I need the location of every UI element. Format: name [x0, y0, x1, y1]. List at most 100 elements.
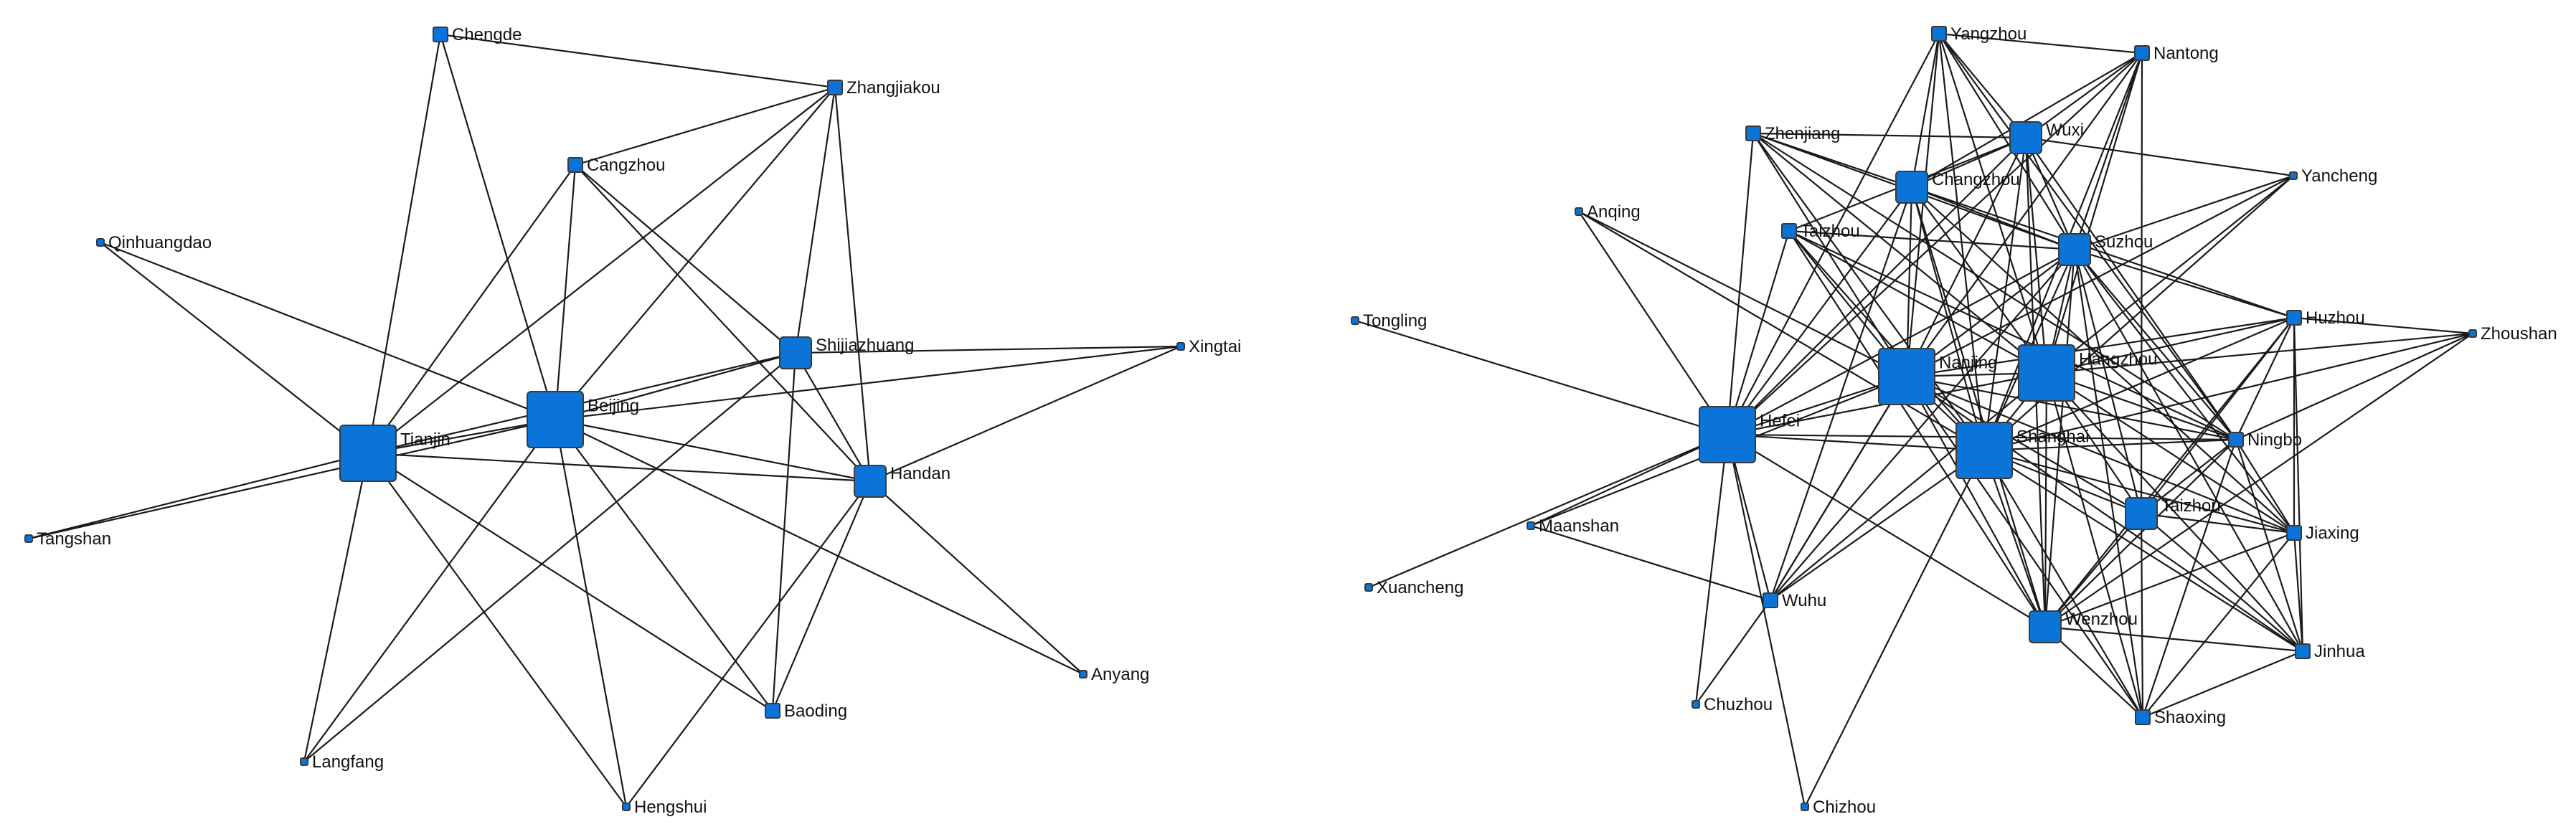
node-cangzhou[interactable]: Cangzhou — [567, 156, 665, 175]
node-marker[interactable] — [1878, 348, 1935, 405]
node-baoding[interactable]: Baoding — [765, 701, 847, 721]
node-tangshan[interactable]: Tangshan — [24, 529, 111, 549]
edge-wuxi-ningbo — [2025, 137, 2237, 440]
node-marker[interactable] — [2125, 497, 2158, 530]
node-huzhou[interactable]: Huzhou — [2286, 308, 2365, 328]
node-marker[interactable] — [2468, 329, 2477, 338]
edge-shanghai-chizhou — [1804, 450, 1985, 808]
node-marker[interactable] — [24, 534, 33, 543]
node-ningbo[interactable]: Ningbo — [2228, 430, 2302, 450]
node-marker[interactable] — [527, 391, 584, 448]
node-taizhou-js[interactable]: Taizhou — [1781, 222, 1860, 241]
node-marker[interactable] — [2009, 121, 2042, 154]
node-marker[interactable] — [827, 80, 843, 95]
node-hangzhou[interactable]: Hangzhou — [2018, 344, 2157, 402]
node-tianjin[interactable]: Tianjin — [339, 425, 450, 482]
node-chuzhou[interactable]: Chuzhou — [1692, 695, 1773, 714]
node-zhenjiang[interactable]: Zhenjiang — [1745, 124, 1840, 143]
node-anyang[interactable]: Anyang — [1079, 665, 1149, 684]
edge-tianjin-baoding — [367, 453, 773, 711]
node-marker[interactable] — [2018, 344, 2075, 402]
node-shanghai[interactable]: Shanghai — [1955, 422, 2089, 479]
node-marker[interactable] — [2228, 432, 2244, 448]
node-marker[interactable] — [300, 757, 308, 766]
node-shijiazhuang[interactable]: Shijiazhuang — [779, 336, 914, 369]
edge-zhenjiang-ningbo — [1752, 133, 2237, 440]
edge-changzhou-hefei — [1727, 186, 1912, 435]
node-label: Nanjing — [1939, 354, 1997, 373]
node-marker[interactable] — [1895, 171, 1928, 204]
edge-handan-baoding — [771, 481, 872, 711]
node-marker[interactable] — [339, 425, 397, 482]
node-marker[interactable] — [1351, 316, 1359, 325]
node-jiaxing[interactable]: Jiaxing — [2286, 524, 2359, 543]
node-marker[interactable] — [1527, 521, 1535, 530]
node-marker[interactable] — [2135, 709, 2151, 725]
node-wenzhou[interactable]: Wenzhou — [2029, 610, 2138, 643]
node-marker[interactable] — [1575, 207, 1583, 216]
node-taizhou-zj[interactable]: Taizhou — [2125, 496, 2221, 530]
node-jinhua[interactable]: Jinhua — [2295, 642, 2365, 661]
node-marker[interactable] — [1692, 700, 1700, 709]
edge-changzhou-hangzhou — [1911, 186, 2047, 374]
node-marker[interactable] — [779, 336, 812, 369]
node-marker[interactable] — [2295, 643, 2311, 659]
edge-wuhu-nanjing — [1770, 376, 1907, 601]
node-xuancheng[interactable]: Xuancheng — [1364, 578, 1463, 597]
node-hefei[interactable]: Hefei — [1699, 406, 1800, 463]
node-nanjing[interactable]: Nanjing — [1878, 348, 1997, 405]
node-marker[interactable] — [1176, 342, 1185, 351]
edge-hefei-xuancheng — [1368, 433, 1728, 589]
node-marker[interactable] — [1801, 803, 1809, 811]
edge-suzhou-wuhu — [1770, 249, 2075, 601]
node-marker[interactable] — [854, 465, 887, 498]
node-marker[interactable] — [2286, 525, 2302, 541]
node-zhangjiakou[interactable]: Zhangjiakou — [827, 78, 940, 98]
node-nantong[interactable]: Nantong — [2134, 44, 2219, 63]
node-marker[interactable] — [1745, 126, 1761, 141]
edge-tianjin-beijing — [367, 418, 556, 455]
node-marker[interactable] — [2058, 233, 2091, 266]
node-zhoushan[interactable]: Zhoushan — [2468, 324, 2557, 344]
node-marker[interactable] — [765, 703, 780, 719]
edge-taizhou-zj-jiaxing — [2141, 512, 2295, 534]
edge-huzhou-zhoushan — [2293, 316, 2473, 335]
edge-handan-anyang — [869, 481, 1084, 675]
node-marker[interactable] — [1079, 670, 1088, 678]
node-marker[interactable] — [433, 27, 448, 42]
node-marker[interactable] — [1699, 406, 1756, 463]
node-maanshan[interactable]: Maanshan — [1527, 516, 1619, 536]
node-marker[interactable] — [1364, 583, 1373, 592]
node-xingtai[interactable]: Xingtai — [1176, 337, 1241, 356]
node-marker[interactable] — [2289, 171, 2298, 180]
node-suzhou[interactable]: Suzhou — [2058, 232, 2153, 266]
node-marker[interactable] — [1931, 26, 1947, 42]
node-marker[interactable] — [2286, 310, 2302, 326]
node-shaoxing[interactable]: Shaoxing — [2135, 708, 2226, 727]
node-marker[interactable] — [1763, 592, 1778, 608]
node-tongling[interactable]: Tongling — [1351, 311, 1427, 331]
node-wuxi[interactable]: Wuxi — [2009, 120, 2084, 154]
edge-taizhou-zj-shaoxing — [2140, 513, 2144, 718]
node-yangzhou[interactable]: Yangzhou — [1931, 24, 2027, 44]
node-marker[interactable] — [96, 238, 105, 247]
node-marker[interactable] — [2029, 610, 2062, 643]
node-label: Shaoxing — [2154, 708, 2226, 727]
node-changzhou[interactable]: Changzhou — [1895, 170, 2020, 204]
node-marker[interactable] — [567, 157, 583, 173]
node-chengde[interactable]: Chengde — [433, 25, 522, 44]
node-chizhou[interactable]: Chizhou — [1801, 798, 1876, 817]
node-langfang[interactable]: Langfang — [300, 752, 384, 772]
node-beijing[interactable]: Beijing — [527, 391, 639, 448]
node-hengshui[interactable]: Hengshui — [622, 798, 707, 817]
node-marker[interactable] — [1781, 223, 1797, 239]
node-wuhu[interactable]: Wuhu — [1763, 591, 1826, 610]
node-marker[interactable] — [622, 803, 631, 811]
node-handan[interactable]: Handan — [854, 464, 950, 498]
node-qinhuangdao[interactable]: Qinhuangdao — [96, 233, 212, 252]
node-marker[interactable] — [1955, 422, 2013, 479]
node-marker[interactable] — [2134, 45, 2150, 61]
edge-suzhou-jiaxing — [2074, 249, 2295, 534]
node-anqing[interactable]: Anqing — [1575, 202, 1641, 222]
node-yancheng[interactable]: Yancheng — [2289, 166, 2377, 186]
